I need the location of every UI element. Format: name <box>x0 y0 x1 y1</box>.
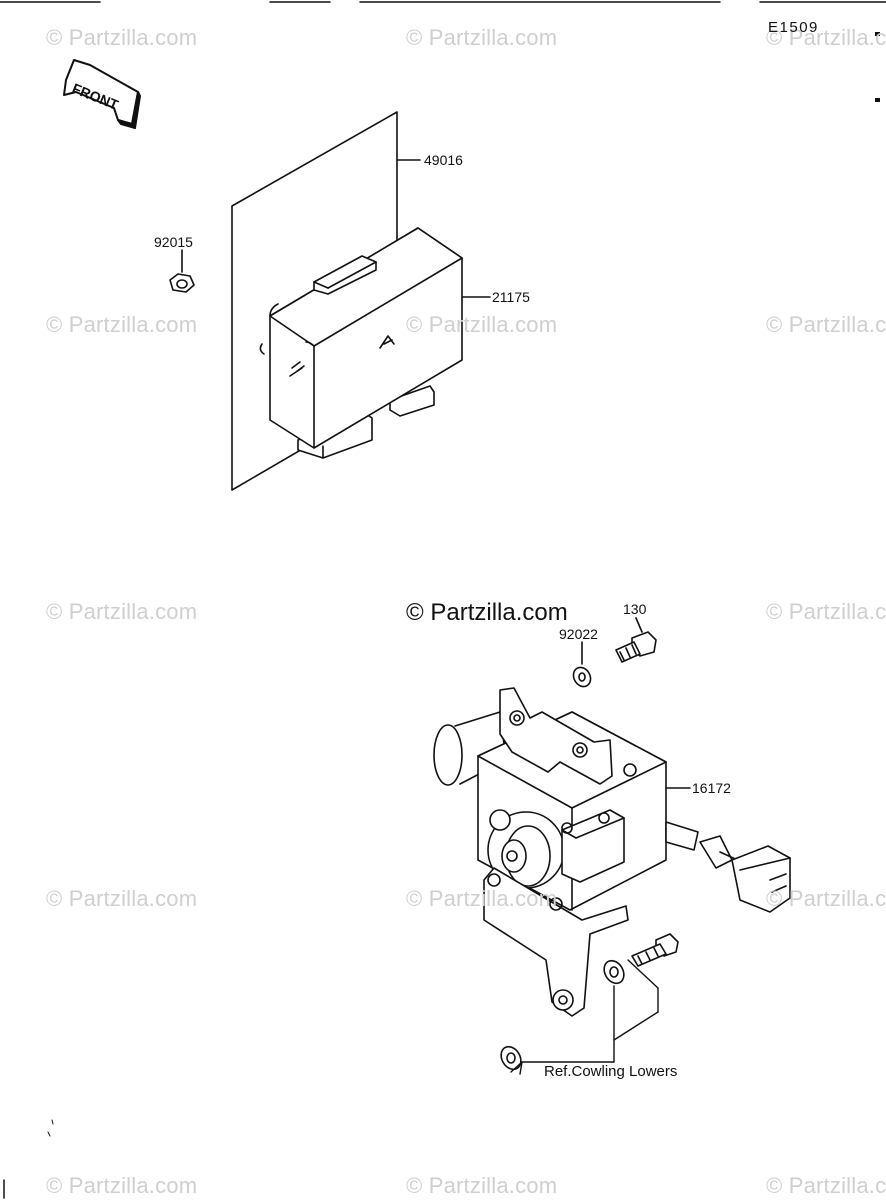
watermark: © Partzilla.com <box>46 1173 198 1198</box>
corner-mark-mid <box>875 98 880 102</box>
corner-mark-top <box>875 32 880 36</box>
watermark: © Partzilla.com <box>46 599 198 624</box>
watermark: © Partzilla.com <box>406 25 558 50</box>
washer-92022 <box>572 641 592 688</box>
watermark: © Partzilla.com <box>766 1173 886 1198</box>
watermark: © Partzilla.com <box>766 886 886 911</box>
reference-note: Ref.Cowling Lowers <box>544 1063 678 1080</box>
nut-92015 <box>169 249 195 293</box>
control-unit-21175 <box>259 227 491 459</box>
watermark: © Partzilla.com <box>46 886 198 911</box>
bolt-130 <box>615 617 657 663</box>
watermark: © Partzilla.com <box>406 1173 558 1198</box>
ref-cowling-lines <box>510 959 659 1075</box>
front-arrow-icon <box>63 59 141 129</box>
stray-marks <box>47 1119 54 1137</box>
watermark: © Partzilla.com <box>766 599 886 624</box>
part-number-92022: 92022 <box>559 626 598 642</box>
watermark: © Partzilla.com <box>46 25 198 50</box>
watermark: © Partzilla.com <box>766 312 886 337</box>
part-number-49016: 49016 <box>424 152 463 168</box>
cowling-fasteners <box>500 933 679 1071</box>
part-number-21175: 21175 <box>492 289 530 305</box>
center-watermark: © Partzilla.com <box>406 599 568 626</box>
servo-motor-16172 <box>433 687 791 1017</box>
watermark: © Partzilla.com <box>46 312 198 337</box>
diagram-code: E1509 <box>768 19 819 36</box>
part-number-92015: 92015 <box>154 234 193 250</box>
watermark: © Partzilla.com <box>406 886 558 911</box>
part-number-130: 130 <box>623 601 647 617</box>
watermark: © Partzilla.com <box>766 25 886 50</box>
watermark: © Partzilla.com <box>406 312 558 337</box>
part-number-16172: 16172 <box>692 780 731 796</box>
